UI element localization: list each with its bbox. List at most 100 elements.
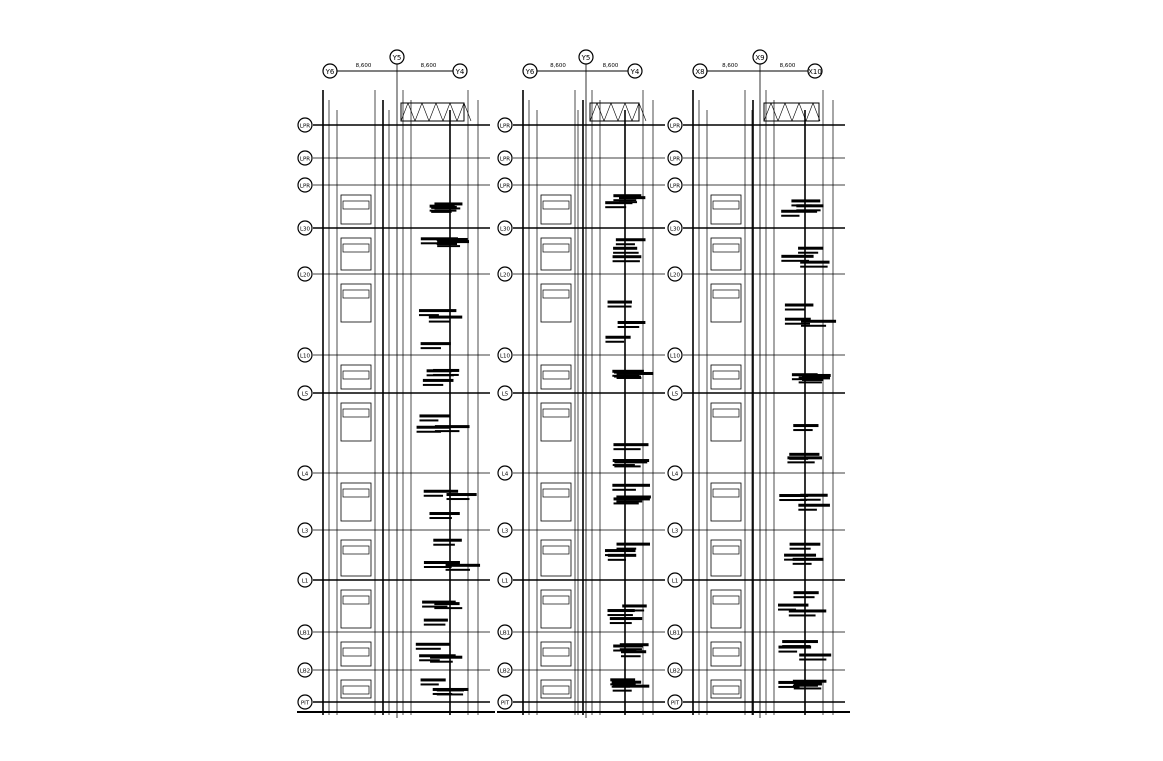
annotation-text-mark [778, 645, 812, 649]
level-bubble [297, 465, 313, 481]
dimension-label: 8,600 [550, 63, 566, 69]
annotation-text-mark [607, 305, 632, 308]
level-label: LB2 [500, 669, 510, 675]
door-opening [710, 237, 742, 271]
annotation-text-mark [419, 414, 450, 418]
roof-truss [589, 102, 640, 122]
annotation-text-mark [616, 542, 650, 546]
level-label: L1 [502, 579, 509, 585]
annotation-text-mark [614, 375, 642, 378]
annotation-box [342, 370, 370, 380]
truss-member [407, 102, 416, 122]
annotation-text-mark [446, 493, 477, 497]
annotation-text-mark [445, 563, 481, 567]
annotation-text-mark [798, 251, 819, 254]
annotation-box [712, 488, 740, 498]
level-label: L10 [670, 354, 681, 360]
annotation-text-mark [612, 260, 640, 263]
annotation-text-mark [437, 245, 461, 248]
annotation-text-mark [433, 538, 462, 542]
annotation-text-mark [789, 547, 811, 550]
annotation-text-mark [428, 315, 463, 319]
door-opening [340, 679, 372, 699]
annotation-text-mark [431, 210, 452, 213]
annotation-text-mark [419, 654, 456, 658]
level-bubble [667, 117, 683, 133]
annotation-text-mark [423, 560, 460, 564]
grid-bubble-label: Y5 [581, 54, 591, 62]
annotation-text-mark [619, 648, 642, 651]
annotation-text-mark [796, 209, 821, 212]
annotation-text-mark [791, 373, 818, 377]
annotation-box [542, 685, 570, 695]
door-opening [540, 679, 572, 699]
annotation-text-mark [801, 319, 837, 323]
door-opening [710, 679, 742, 699]
annotation-text-mark [614, 460, 648, 464]
truss-member [617, 102, 626, 122]
annotation-text-mark [792, 562, 812, 565]
grid-bubble-label: X10 [808, 68, 822, 76]
level-label: L5 [302, 392, 309, 398]
grid-bubble [807, 63, 823, 79]
grid-bubble [452, 63, 468, 79]
annotation-text-mark [422, 378, 454, 382]
roof-truss [400, 102, 465, 122]
level-bubble [497, 347, 513, 363]
level-label: L4 [672, 472, 679, 478]
door-opening [540, 641, 572, 667]
dimension-label: 8,600 [603, 63, 619, 69]
annotation-box [342, 488, 370, 498]
annotation-text-mark [423, 618, 448, 622]
truss-member [777, 102, 786, 122]
annotation-text-mark [419, 419, 439, 422]
annotation-text-mark [434, 207, 461, 210]
annotation-text-mark [798, 503, 830, 507]
level-bubble [297, 150, 313, 166]
annotation-text-mark [429, 517, 452, 520]
annotation-text-mark [801, 324, 827, 327]
level-bubble [297, 177, 313, 193]
grid-bubble [322, 63, 338, 79]
annotation-text-mark [788, 609, 827, 613]
door-opening [710, 402, 742, 442]
annotation-box [342, 408, 370, 418]
grid-bubble-label: Y6 [325, 68, 335, 76]
annotation-text-mark [617, 325, 640, 328]
annotation-text-mark [428, 320, 450, 323]
level-label: LPR [300, 124, 310, 130]
annotation-text-mark [613, 443, 649, 447]
level-label: L5 [502, 392, 509, 398]
annotation-text-mark [429, 209, 457, 212]
level-label: LPR [300, 184, 310, 190]
annotation-text-mark [616, 371, 654, 375]
annotation-text-mark [616, 500, 643, 503]
level-bubble [297, 572, 313, 588]
roof-truss [763, 102, 820, 122]
annotation-box [712, 685, 740, 695]
annotation-text-mark [607, 614, 633, 617]
level-label: LB2 [300, 669, 310, 675]
annotation-text-mark [799, 658, 827, 661]
truss-member [610, 102, 619, 122]
level-label: L10 [500, 354, 511, 360]
door-opening [540, 539, 572, 577]
annotation-text-mark [788, 614, 816, 617]
annotation-text-mark [418, 314, 439, 317]
annotation-text-mark [793, 682, 822, 686]
annotation-text-mark [784, 317, 811, 321]
annotation-text-mark [781, 254, 814, 258]
level-bubble [667, 177, 683, 193]
annotation-text-mark [778, 685, 800, 688]
truss-member [596, 102, 605, 122]
grid-bubble-label: Y4 [630, 68, 640, 76]
annotation-text-mark [423, 623, 446, 626]
grid-bubble [627, 63, 643, 79]
annotation-text-mark [612, 483, 650, 487]
door-opening [540, 364, 572, 390]
door-opening [710, 364, 742, 390]
door-opening [340, 589, 372, 629]
annotation-text-mark [800, 498, 821, 501]
door-opening [540, 482, 572, 522]
